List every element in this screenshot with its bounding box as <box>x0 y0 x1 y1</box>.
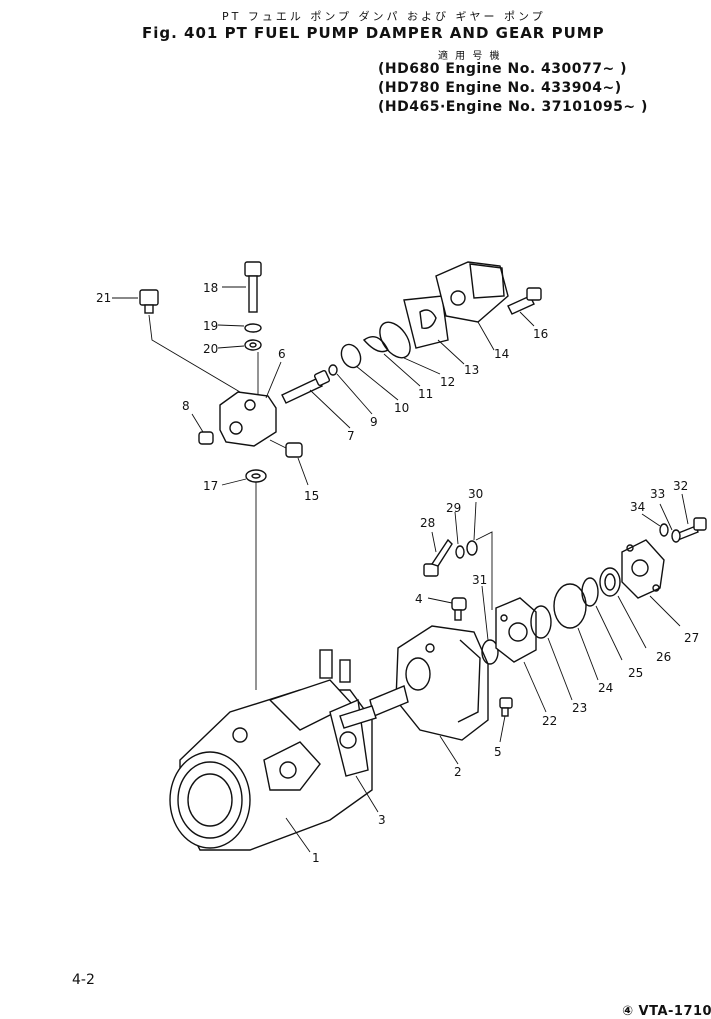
callout-8: 8 <box>182 399 190 413</box>
part-2-gear-pump <box>339 625 489 765</box>
part-24-cap <box>553 583 599 681</box>
callout-12: 12 <box>440 375 455 389</box>
callout-21: 21 <box>96 291 111 305</box>
part-21-plug <box>112 289 241 393</box>
applicability-hd465: (HD465·Engine No. 37101095~ ) <box>378 99 648 115</box>
part-10-plate <box>340 343 399 401</box>
callout-28: 28 <box>420 516 435 530</box>
callout-5: 5 <box>494 745 502 759</box>
part-32-bolt <box>675 493 707 541</box>
callout-24: 24 <box>598 681 613 695</box>
callout-23: 23 <box>572 701 587 715</box>
callout-3: 3 <box>378 813 386 827</box>
part-34-washer <box>641 513 669 537</box>
part-14-cover <box>435 261 509 351</box>
document-code: ④ VTA-1710 <box>622 1004 711 1019</box>
callout-29: 29 <box>446 501 461 515</box>
callout-33: 33 <box>650 487 665 501</box>
callout-20: 20 <box>203 342 218 356</box>
callout-4: 4 <box>415 592 423 606</box>
part-8-plug <box>191 413 214 445</box>
part-20-washer <box>217 339 262 351</box>
part-1-fuel-pump-housing <box>169 649 373 853</box>
callout-1: 1 <box>312 851 320 865</box>
part-19-washer <box>217 323 262 333</box>
callout-labels: 1 2 3 4 5 6 7 8 9 10 11 12 13 14 15 16 1… <box>96 281 699 865</box>
applicability-heading: 適 用 号 機 <box>438 51 502 62</box>
callout-25: 25 <box>628 666 643 680</box>
part-26-seal <box>599 567 647 649</box>
callout-11: 11 <box>418 387 433 401</box>
part-5-elbow <box>499 697 513 743</box>
part-12-oring <box>379 321 441 375</box>
callout-10: 10 <box>394 401 409 415</box>
callout-15: 15 <box>304 489 319 503</box>
part-16-bolt <box>507 287 542 327</box>
callout-27: 27 <box>684 631 699 645</box>
part-7-plunger <box>281 369 351 429</box>
part-6-damper-body <box>219 361 282 447</box>
callout-30: 30 <box>468 487 483 501</box>
callout-13: 13 <box>464 363 479 377</box>
page-number: 4-2 <box>72 972 95 988</box>
part-17-washer <box>221 469 267 486</box>
part-13-gasket-plate <box>403 295 465 365</box>
part-23-oring <box>530 605 573 701</box>
applicability-hd780: (HD780 Engine No. 433904~) <box>378 80 622 96</box>
callout-26: 26 <box>656 650 671 664</box>
callout-14: 14 <box>494 347 509 361</box>
callout-19: 19 <box>203 319 218 333</box>
callout-31: 31 <box>472 573 487 587</box>
part-18-bolt <box>222 261 262 313</box>
part-9-oring <box>328 364 373 415</box>
part-4-elbow <box>427 597 467 621</box>
callout-2: 2 <box>454 765 462 779</box>
part-28-bolt <box>423 531 453 577</box>
part-31-oring <box>481 585 499 665</box>
callout-18: 18 <box>203 281 218 295</box>
callout-6: 6 <box>278 347 286 361</box>
callout-32: 32 <box>673 479 688 493</box>
part-27-flange <box>621 539 681 627</box>
part-33-washer <box>659 503 681 543</box>
callout-22: 22 <box>542 714 557 728</box>
part-22-cover-plate <box>495 597 547 713</box>
callout-17: 17 <box>203 479 218 493</box>
part-25-oring <box>581 577 623 661</box>
kana-title: PT フュエル ポンプ ダンパ および ギヤー ポンプ <box>222 10 546 23</box>
part-29-washer <box>454 511 465 559</box>
callout-9: 9 <box>370 415 378 429</box>
figure-title: Fig. 401 PT FUEL PUMP DAMPER AND GEAR PU… <box>142 24 605 42</box>
callout-34: 34 <box>630 500 645 514</box>
applicability-hd680: (HD680 Engine No. 430077~ ) <box>378 61 627 77</box>
callout-16: 16 <box>533 327 548 341</box>
callout-7: 7 <box>347 429 355 443</box>
part-30-oring <box>466 501 478 556</box>
part-15-screw <box>269 439 309 486</box>
